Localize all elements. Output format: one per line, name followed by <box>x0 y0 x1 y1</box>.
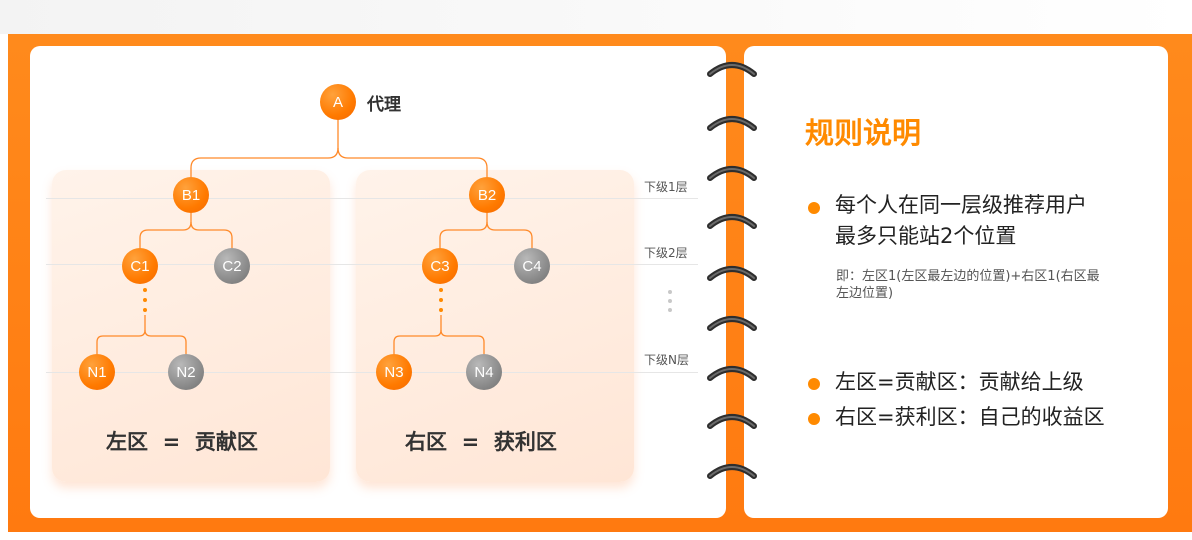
rule-text-3: 右区=获利区：自己的收益区 <box>835 402 1155 433</box>
rule-note-1: 即：左区1(左区最左边的位置)+右区1(右区最左边位置) <box>836 268 1106 302</box>
node-b2: B2 <box>469 177 505 213</box>
node-n4: N4 <box>466 354 502 390</box>
bullet-dot <box>808 378 820 390</box>
node-n3: N3 <box>376 354 412 390</box>
node-n1: N1 <box>79 354 115 390</box>
left-zone-caption: 左区 = 贡献区 <box>106 426 258 456</box>
node-c3: C3 <box>422 248 458 284</box>
node-c2: C2 <box>214 248 250 284</box>
right-zone-caption: 右区 = 获利区 <box>405 426 557 456</box>
node-c1: C1 <box>122 248 158 284</box>
root-node: A <box>320 84 356 120</box>
rules-title: 规则说明 <box>805 110 921 152</box>
node-b1: B1 <box>173 177 209 213</box>
rule-text-2: 左区=贡献区：贡献给上级 <box>835 367 1155 398</box>
node-n2: N2 <box>168 354 204 390</box>
node-c4: C4 <box>514 248 550 284</box>
bullet-dot <box>808 202 820 214</box>
root-label: 代理 <box>367 90 401 115</box>
bullet-dot <box>808 413 820 425</box>
rule-text-1: 每个人在同一层级推荐用户最多只能站2个位置 <box>835 190 1105 252</box>
